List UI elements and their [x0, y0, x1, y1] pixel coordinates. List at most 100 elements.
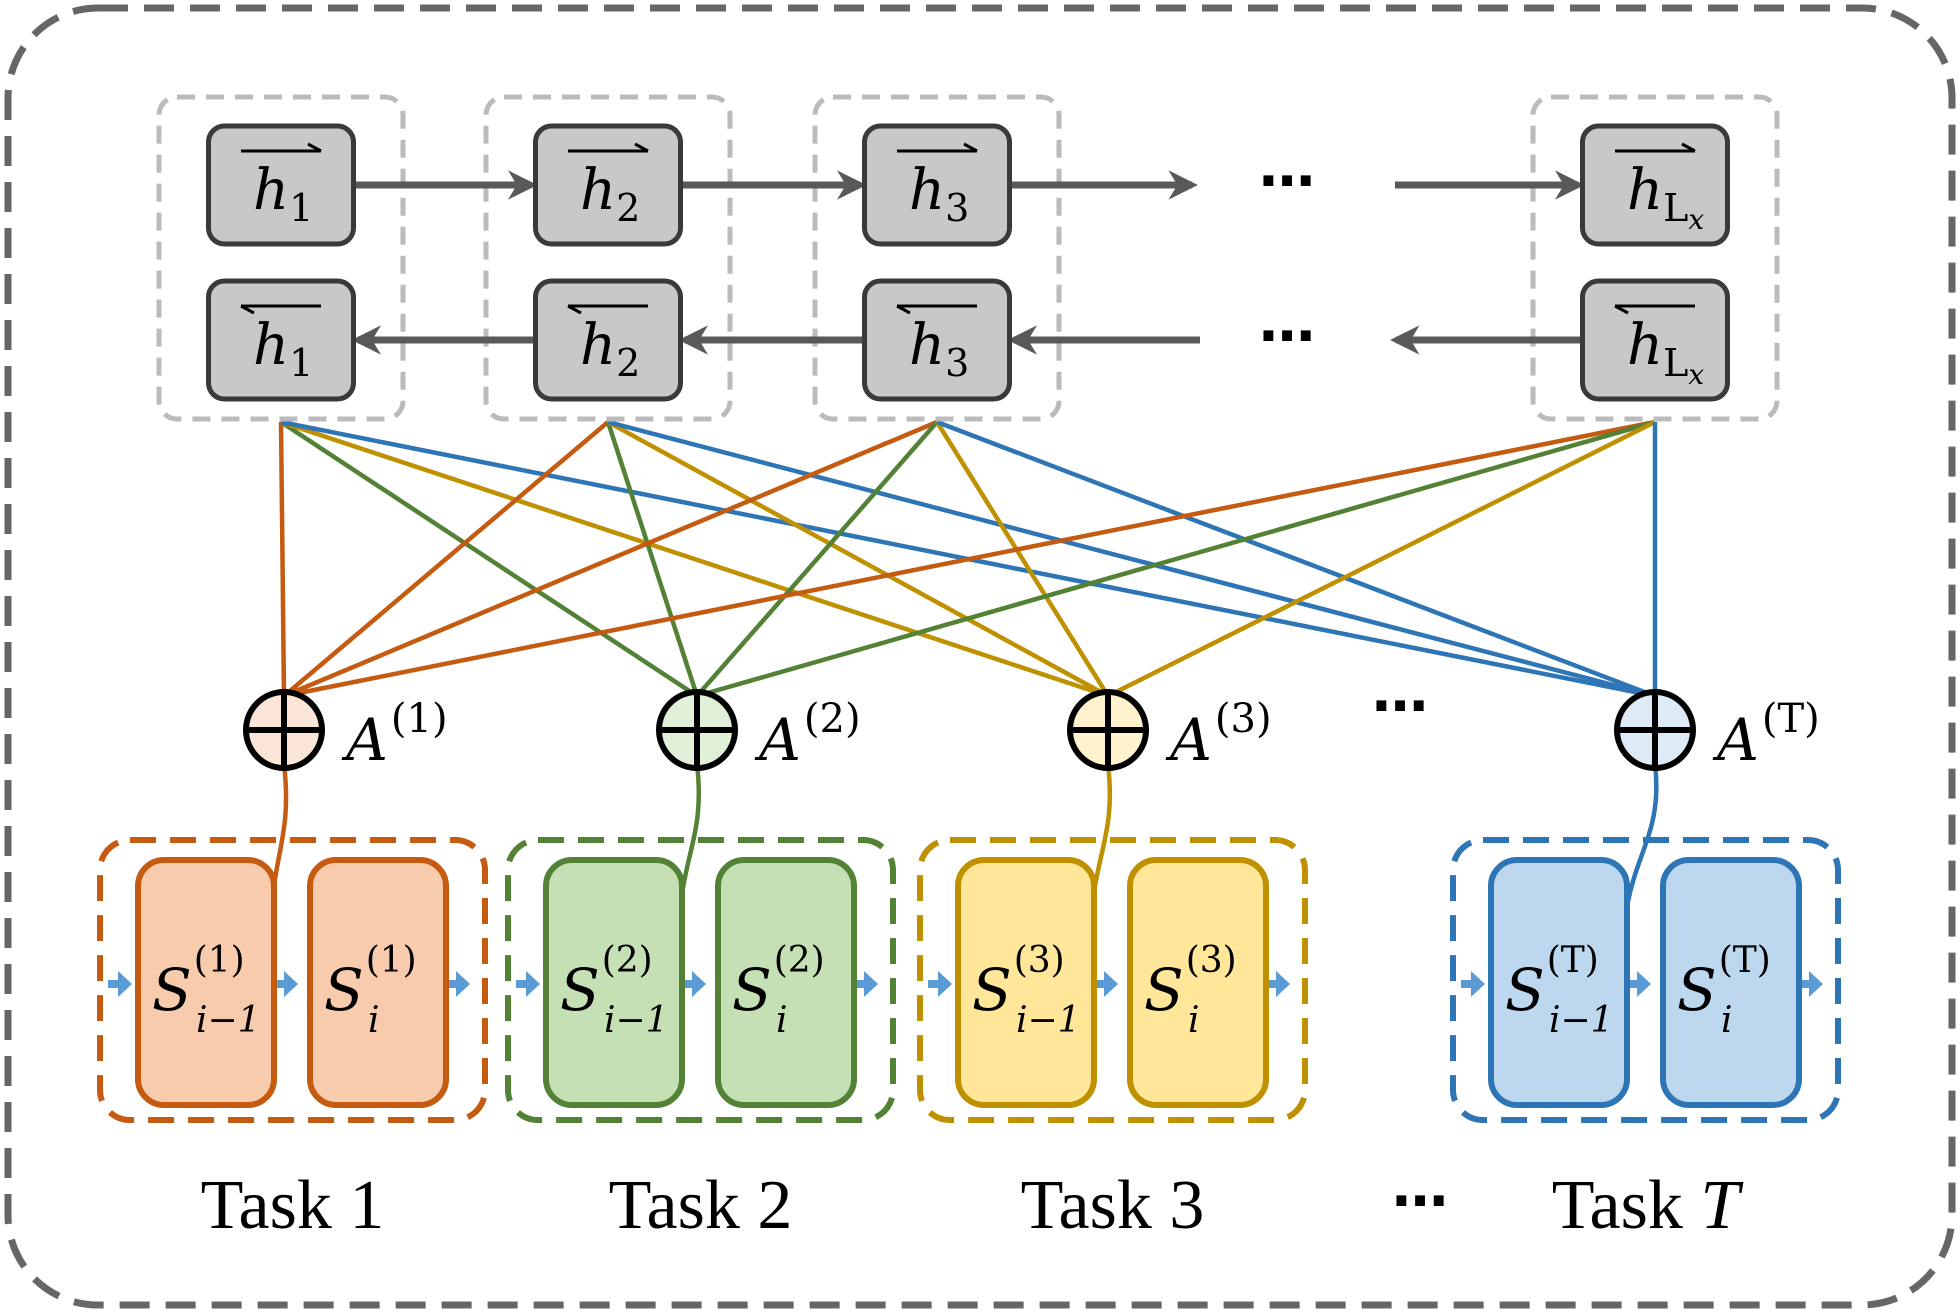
- connections-layer: [278, 419, 1658, 699]
- hidden-group-box: [812, 94, 1062, 422]
- aggregator-nodes: A(1) A(2) A(3) A(T): [243, 689, 1820, 774]
- direction-arrow-icon: [307, 142, 322, 153]
- hidden-state-cell: [533, 278, 683, 402]
- connection-line: [283, 419, 938, 699]
- task-label: Task T: [1552, 1167, 1745, 1244]
- aggregator-label: A(2): [754, 696, 861, 774]
- task-group-box: [505, 837, 896, 1123]
- task-group-box: [97, 837, 488, 1123]
- hidden-state-symbol: h2: [580, 158, 640, 230]
- backward-ellipsis: ⋯: [1259, 304, 1315, 369]
- circled-plus-icon: A(T): [1614, 689, 1820, 774]
- state-subscript: i: [368, 1000, 380, 1041]
- task-label: Task 2: [609, 1167, 793, 1244]
- hidden-state-cells: h1 h2 h3 hLx h1 h2 h3 hLx: [206, 123, 1730, 402]
- state-subscript: i−1: [604, 1000, 669, 1041]
- state-symbol: S(2): [560, 940, 653, 1024]
- connection-line: [606, 420, 1110, 698]
- aggregator-label: A(T): [1712, 696, 1820, 774]
- task-label: Task 1: [201, 1167, 385, 1244]
- state-symbol: S(T): [1677, 940, 1771, 1024]
- direction-arrow-icon: [896, 304, 911, 315]
- state-symbol: S(1): [152, 940, 245, 1024]
- hidden-state-cell: [1580, 123, 1730, 247]
- hidden-group-box: [156, 94, 406, 422]
- state-subscript: i: [1721, 1000, 1733, 1041]
- right-arrow-icon: [1627, 971, 1651, 997]
- aggregator-label: A(3): [1165, 696, 1272, 774]
- connection-line: [696, 419, 1656, 699]
- state-box: [1660, 857, 1802, 1108]
- task-group-box: [917, 837, 1308, 1123]
- state-subscript: i: [1188, 1000, 1200, 1041]
- connection-line: [279, 420, 699, 698]
- connection-line: [283, 419, 1656, 699]
- right-arrow-icon: [928, 971, 952, 997]
- hidden-state-cell: [1580, 278, 1730, 402]
- hidden-state-forward: hLx: [1580, 123, 1730, 247]
- connection-line: [605, 421, 700, 697]
- state-symbol: S(1): [324, 940, 417, 1024]
- direction-arrow-icon: [634, 142, 649, 153]
- state-subscript: i−1: [196, 1000, 261, 1041]
- task-ellipsis: ⋯: [1392, 1169, 1448, 1234]
- connection-line: [282, 420, 610, 698]
- state-symbol: S(3): [972, 940, 1065, 1024]
- circled-plus-icon: A(1): [243, 689, 448, 774]
- state-box: [307, 857, 449, 1108]
- forward-ellipsis: ⋯: [1259, 149, 1315, 214]
- hidden-state-cell: [206, 278, 356, 402]
- connection-line: [607, 419, 1656, 699]
- hidden-state-forward: h1: [206, 123, 356, 247]
- state-subscript: i−1: [1549, 1000, 1614, 1041]
- hidden-state-backward: h1: [206, 278, 356, 402]
- hidden-state-symbol: hLx: [1627, 158, 1704, 236]
- hidden-state-backward: h3: [862, 278, 1012, 402]
- recurrent-arrows: [351, 170, 1585, 355]
- hidden-group-box: [1530, 94, 1780, 422]
- aggregator-label: A(1): [341, 696, 448, 774]
- hidden-state-forward: h3: [862, 123, 1012, 247]
- state-box: [715, 857, 857, 1108]
- aggregator-ellipsis: ⋯: [1372, 674, 1428, 739]
- right-arrow-icon: [854, 971, 878, 997]
- hidden-state-cell: [533, 123, 683, 247]
- right-arrow-icon: [1094, 971, 1118, 997]
- state-subscript: i: [776, 1000, 788, 1041]
- right-arrow-icon: [446, 971, 470, 997]
- right-arrow-icon: [274, 971, 298, 997]
- state-subscript: i−1: [1016, 1000, 1081, 1041]
- hidden-state-cell: [862, 123, 1012, 247]
- right-arrow-icon: [1266, 971, 1290, 997]
- hidden-state-symbol: h3: [909, 158, 969, 230]
- hidden-group-box: [483, 94, 733, 422]
- direction-arrow-icon: [1681, 142, 1696, 153]
- connection-line: [1106, 419, 1657, 699]
- hidden-state-symbol: hLx: [1627, 313, 1704, 391]
- state-box: [955, 857, 1097, 1108]
- connection-line: [695, 420, 939, 698]
- hidden-state-backward: hLx: [1580, 278, 1730, 402]
- state-box: [1127, 857, 1269, 1108]
- hidden-state-symbol: h2: [580, 313, 640, 385]
- direction-arrow-icon: [963, 142, 978, 153]
- state-box: [1488, 857, 1630, 1108]
- right-arrow-icon: [682, 971, 706, 997]
- circled-plus-icon: A(3): [1067, 689, 1272, 774]
- state-symbol: S(3): [1144, 940, 1237, 1024]
- connection-line: [936, 419, 1656, 699]
- right-arrow-icon: [1461, 971, 1485, 997]
- state-symbol: S(2): [732, 940, 825, 1024]
- task-label: Task 3: [1021, 1167, 1205, 1244]
- direction-arrow-icon: [1614, 304, 1629, 315]
- direction-arrow-icon: [240, 304, 255, 315]
- hidden-state-cell: [206, 123, 356, 247]
- hidden-state-symbol: h1: [253, 158, 313, 230]
- hidden-state-backward: h2: [533, 278, 683, 402]
